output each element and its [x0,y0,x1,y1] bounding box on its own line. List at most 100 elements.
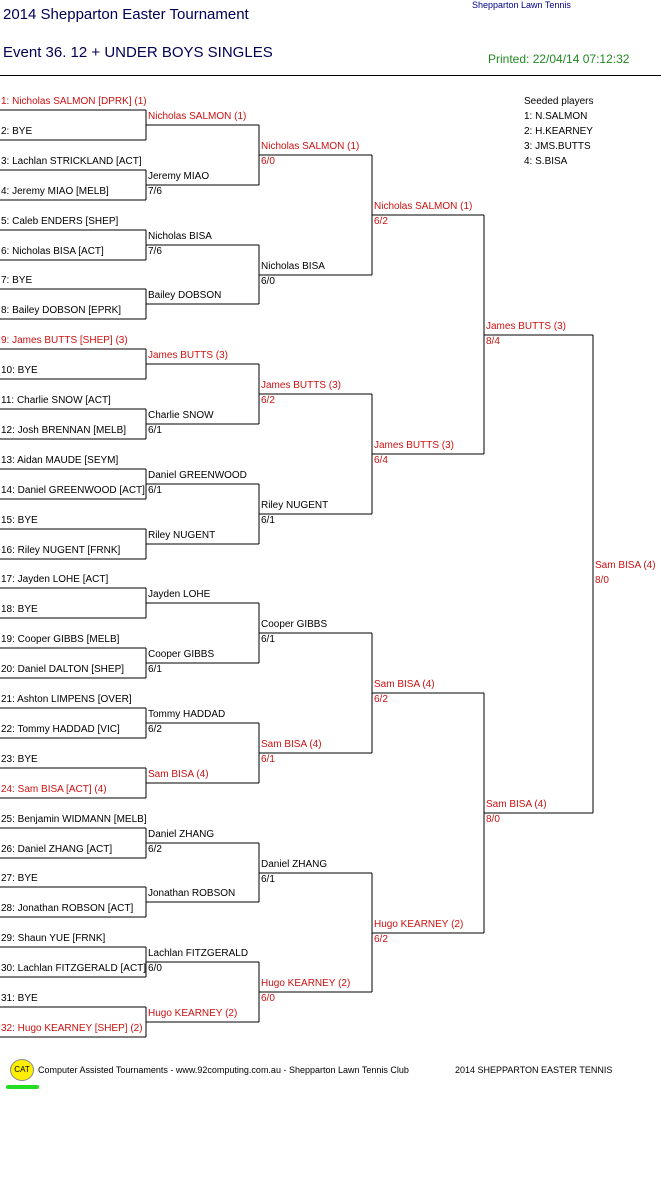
footer-software: Computer Assisted Tournaments - www.92co… [38,1065,409,1075]
match-score: 6/2 [374,694,388,705]
player-entry: 22: Tommy HADDAD [VIC] [1,724,120,735]
logo-underline [6,1085,39,1089]
winner-name: Sam BISA (4) [486,799,547,810]
player-entry: 13: Aidan MAUDE [SEYM] [1,455,119,466]
club-link[interactable]: Shepparton Lawn Tennis [472,0,571,10]
match-score: 7/6 [148,186,162,197]
player-entry: 11: Charlie SNOW [ACT] [1,395,111,406]
winner-name: Cooper GIBBS [148,649,215,660]
player-entry: 27: BYE [1,873,38,884]
winner-name: Jonathan ROBSON [148,888,236,899]
player-entry: 24: Sam BISA [ACT] (4) [1,784,107,795]
player-entry: 16: Riley NUGENT [FRNK] [1,545,121,556]
player-entry: 8: Bailey DOBSON [EPRK] [1,305,122,316]
match-score: 6/0 [261,993,275,1004]
match-score: 6/2 [148,844,162,855]
player-entry: 18: BYE [1,604,38,615]
player-entry: 32: Hugo KEARNEY [SHEP] (2) [1,1023,143,1034]
winner-name: Nicholas SALMON (1) [261,141,360,152]
winner-name: Nicholas BISA [148,231,212,242]
match-score: 6/1 [261,874,275,885]
player-entry: 15: BYE [1,515,38,526]
winner-name: Nicholas BISA [261,261,325,272]
match-score: 6/2 [374,216,388,227]
player-entry: 9: James BUTTS [SHEP] (3) [1,335,128,346]
winner-name: James BUTTS (3) [486,321,567,332]
match-score: 8/0 [595,575,609,586]
match-score: 6/1 [261,515,275,526]
player-entry: 2: BYE [1,126,33,137]
match-score: 8/4 [486,336,500,347]
player-entry: 31: BYE [1,993,38,1004]
match-score: 6/2 [261,395,275,406]
match-score: 6/0 [261,276,275,287]
player-entry: 10: BYE [1,365,38,376]
match-score: 6/1 [148,664,162,675]
winner-name: Daniel ZHANG [148,829,215,840]
header-divider [0,75,661,76]
event-title: Event 36. 12 + UNDER BOYS SINGLES [3,44,273,61]
player-entry: 21: Ashton LIMPENS [OVER] [1,694,132,705]
seed-item: 3: JMS.BUTTS [524,141,591,152]
winner-name: Charlie SNOW [148,410,214,421]
seed-item: 4: S.BISA [524,156,568,167]
winner-name: Nicholas SALMON (1) [374,201,473,212]
cat-logo: CAT [10,1059,34,1081]
seed-item: 2: H.KEARNEY [524,126,593,137]
player-entry: 12: Josh BRENNAN [MELB] [1,425,127,436]
winner-name: Bailey DOBSON [148,290,222,301]
winner-name: Jeremy MIAO [148,171,210,182]
winner-name: James BUTTS (3) [374,440,455,451]
winner-name: Riley NUGENT [148,530,216,541]
winner-name: Lachlan FITZGERALD [148,948,249,959]
winner-name: Tommy HADDAD [148,709,226,720]
match-score: 6/1 [148,485,162,496]
match-score: 6/2 [148,724,162,735]
winner-name: Daniel ZHANG [261,859,328,870]
match-score: 6/2 [374,934,388,945]
printed-timestamp: Printed: 22/04/14 07:12:32 [488,52,630,66]
match-score: 6/0 [148,963,162,974]
winner-name: Hugo KEARNEY (2) [261,978,351,989]
match-score: 6/4 [374,455,388,466]
player-entry: 20: Daniel DALTON [SHEP] [1,664,125,675]
winner-name: James BUTTS (3) [261,380,342,391]
footer-tournament: 2014 SHEPPARTON EASTER TENNIS [455,1065,613,1075]
player-entry: 3: Lachlan STRICKLAND [ACT] [1,156,142,167]
tournament-title: 2014 Shepparton Easter Tournament [3,6,249,23]
player-entry: 17: Jayden LOHE [ACT] [1,574,109,585]
winner-name: Sam BISA (4) [595,560,656,571]
match-score: 6/1 [148,425,162,436]
player-entry: 14: Daniel GREENWOOD [ACT] [1,485,145,496]
winner-name: Hugo KEARNEY (2) [148,1008,238,1019]
player-entry: 1: Nicholas SALMON [DPRK] (1) [1,96,147,107]
match-score: 7/6 [148,246,162,257]
winner-name: Sam BISA (4) [148,769,209,780]
winner-name: Daniel GREENWOOD [148,470,247,481]
winner-name: Sam BISA (4) [374,679,435,690]
match-score: 6/0 [261,156,275,167]
player-entry: 5: Caleb ENDERS [SHEP] [1,216,119,227]
winner-name: James BUTTS (3) [148,350,229,361]
player-entry: 23: BYE [1,754,38,765]
match-score: 8/0 [486,814,500,825]
player-entry: 25: Benjamin WIDMANN [MELB] [1,814,147,825]
match-score: 6/1 [261,754,275,765]
winner-name: Cooper GIBBS [261,619,328,630]
winner-name: Sam BISA (4) [261,739,322,750]
player-entry: 4: Jeremy MIAO [MELB] [1,186,109,197]
seeded-players-title: Seeded players [524,96,594,107]
player-entry: 30: Lachlan FITZGERALD [ACT] [1,963,147,974]
player-entry: 28: Jonathan ROBSON [ACT] [1,903,134,914]
winner-name: Riley NUGENT [261,500,329,511]
match-score: 6/1 [261,634,275,645]
player-entry: 19: Cooper GIBBS [MELB] [1,634,120,645]
winner-name: Hugo KEARNEY (2) [374,919,464,930]
winner-name: Nicholas SALMON (1) [148,111,247,122]
player-entry: 26: Daniel ZHANG [ACT] [1,844,113,855]
winner-name: Jayden LOHE [148,589,211,600]
player-entry: 29: Shaun YUE [FRNK] [1,933,106,944]
player-entry: 6: Nicholas BISA [ACT] [1,246,104,257]
